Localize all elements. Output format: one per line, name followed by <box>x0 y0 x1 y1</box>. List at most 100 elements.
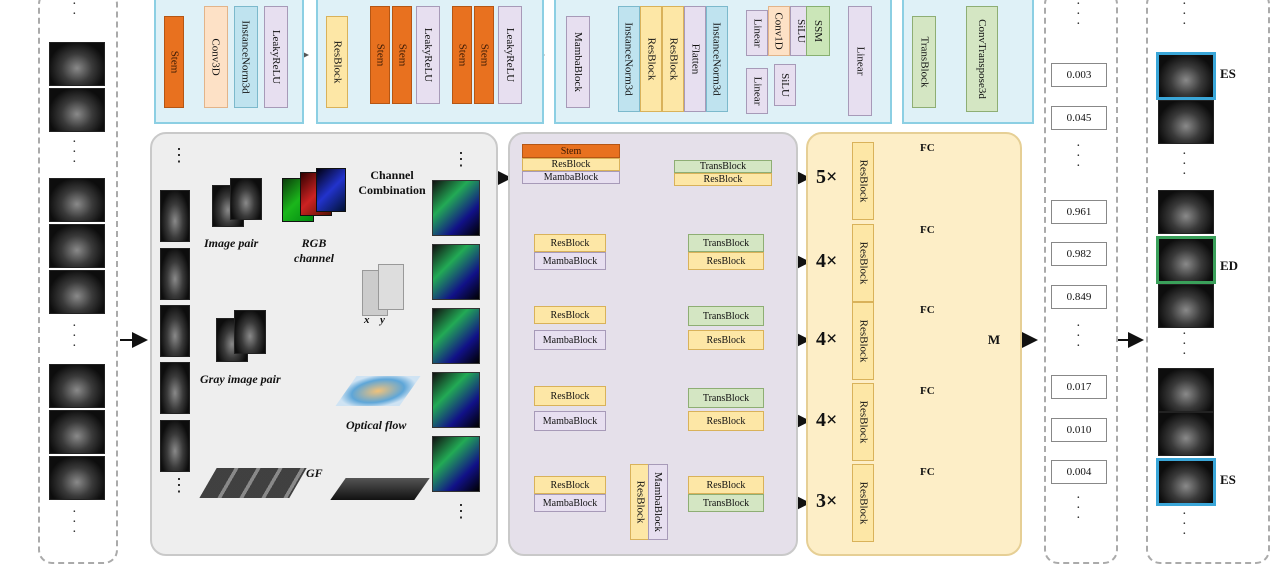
score-value: 0.004 <box>1051 460 1107 484</box>
combined-frame <box>432 372 480 428</box>
es-label: ES <box>1220 66 1236 81</box>
es-frame <box>1156 458 1216 506</box>
ellipsis: ⋮ <box>170 145 188 165</box>
unet-transblock: TransBlock <box>688 234 764 252</box>
us-frame <box>49 456 105 500</box>
us-frame <box>49 270 105 314</box>
unet-mambablock: MambaBlock <box>534 252 606 270</box>
ellipsis: ··· <box>1182 507 1187 542</box>
unet-resblock: ResBlock <box>688 330 764 350</box>
ellipsis: ··· <box>72 505 77 540</box>
unet-mambablock-vert: MambaBlock <box>648 464 668 540</box>
us-frame <box>1158 284 1214 328</box>
fc-label: FC <box>920 142 935 154</box>
score-value: 0.003 <box>1051 63 1107 87</box>
legend-stem-box: Stem Conv3D InstanceNorm3d LeakyReLU <box>154 0 304 124</box>
merge-label: M <box>987 332 1001 347</box>
us-frame <box>49 364 105 408</box>
legend-mambablock: MambaBlock <box>566 16 590 108</box>
gf-input-stack <box>199 468 307 498</box>
us-frame <box>160 190 190 242</box>
y-label: y <box>380 314 385 326</box>
unet-mambablock: MambaBlock <box>534 330 606 350</box>
legend-stem: Stem <box>370 6 390 104</box>
unet-transblock: TransBlock <box>674 160 772 173</box>
legend-instancenorm: InstanceNorm3d <box>234 6 258 108</box>
es-frame <box>1156 52 1216 100</box>
multiplier: 4× <box>816 409 838 431</box>
legend-linear: Linear <box>848 6 872 116</box>
unet-resblock: ResBlock <box>688 476 764 494</box>
us-frame <box>160 362 190 414</box>
ellipsis: ··· <box>1076 139 1081 174</box>
ellipsis: ⋮ <box>170 475 188 495</box>
unet-resblock: ResBlock <box>534 386 606 406</box>
us-frame <box>49 410 105 454</box>
legend-leakyrelu: LeakyReLU <box>498 6 522 104</box>
multiplier: 3× <box>816 490 838 512</box>
combined-frame <box>432 180 480 236</box>
image-pair-frame <box>230 178 262 220</box>
image-pair-label: Image pair <box>204 236 259 250</box>
unet-resblock: ResBlock <box>534 476 606 494</box>
unet-transblock: TransBlock <box>688 388 764 408</box>
x-label: x <box>364 314 370 326</box>
legend-resblock: ResBlock <box>640 6 662 112</box>
us-frame <box>49 178 105 222</box>
fc-label: FC <box>920 224 935 236</box>
gray-image-pair-label: Gray image pair <box>200 372 281 386</box>
us-frame <box>160 248 190 300</box>
us-frame <box>1158 100 1214 144</box>
ellipsis: ⋮ <box>452 501 470 521</box>
legend-conv1d: Conv1D <box>768 6 790 56</box>
gray-pair-frame <box>234 310 266 354</box>
flow-y <box>378 264 404 310</box>
unet-resblock: ResBlock <box>522 158 620 171</box>
optical-flow-label: Optical flow <box>346 418 407 432</box>
score-value: 0.849 <box>1051 285 1107 309</box>
ed-label: ED <box>1220 258 1239 273</box>
score-value: 0.010 <box>1051 418 1107 442</box>
ellipsis: ··· <box>1076 319 1081 354</box>
gf-label: GF <box>306 466 323 480</box>
ellipsis: ·· <box>72 0 77 22</box>
legend-stem: Stem <box>164 16 184 108</box>
fc-label: FC <box>920 385 935 397</box>
head-resblock: ResBlock <box>852 224 874 302</box>
ellipsis: ··· <box>1182 147 1187 182</box>
score-value: 0.017 <box>1051 375 1107 399</box>
us-frame <box>160 305 190 357</box>
score-value: 0.982 <box>1051 242 1107 266</box>
legend-instancenorm: InstanceNorm3d <box>618 6 640 112</box>
legend-resblock-box: ResBlock Stem Stem LeakyReLU Stem Stem L… <box>316 0 544 124</box>
legend-flatten: Flatten <box>684 6 706 112</box>
legend-stem: Stem <box>452 6 472 104</box>
unet-stem: Stem <box>522 144 620 158</box>
unet-resblock: ResBlock <box>688 411 764 431</box>
legend-stem: Stem <box>392 6 412 104</box>
score-value: 0.045 <box>1051 106 1107 130</box>
ellipsis: ··· <box>72 319 77 354</box>
head-resblock: ResBlock <box>852 383 874 461</box>
legend-resblock: ResBlock <box>662 6 684 112</box>
us-frame <box>1158 368 1214 412</box>
head-resblock: ResBlock <box>852 302 874 380</box>
legend-leakyrelu: LeakyReLU <box>264 6 288 108</box>
legend-silu: SiLU <box>774 64 796 106</box>
unet-resblock: ResBlock <box>534 306 606 324</box>
legend-trans-box: TransBlock ConvTranspose3d <box>902 0 1034 124</box>
unet-mambablock: MambaBlock <box>534 411 606 431</box>
us-frame <box>1158 190 1214 234</box>
multiplier: 5× <box>816 166 838 188</box>
unet-mambablock: MambaBlock <box>522 171 620 184</box>
gf-output-stack <box>330 478 430 500</box>
fc-label: FC <box>920 466 935 478</box>
ellipsis: ⋮ <box>452 149 470 169</box>
head-resblock: ResBlock <box>852 464 874 542</box>
unet-resblock: ResBlock <box>534 234 606 252</box>
es-label: ES <box>1220 472 1236 487</box>
unet-resblock: ResBlock <box>688 252 764 270</box>
head-resblock: ResBlock <box>852 142 874 220</box>
ellipsis: ··· <box>1076 491 1081 526</box>
legend-linear: Linear <box>746 10 768 56</box>
